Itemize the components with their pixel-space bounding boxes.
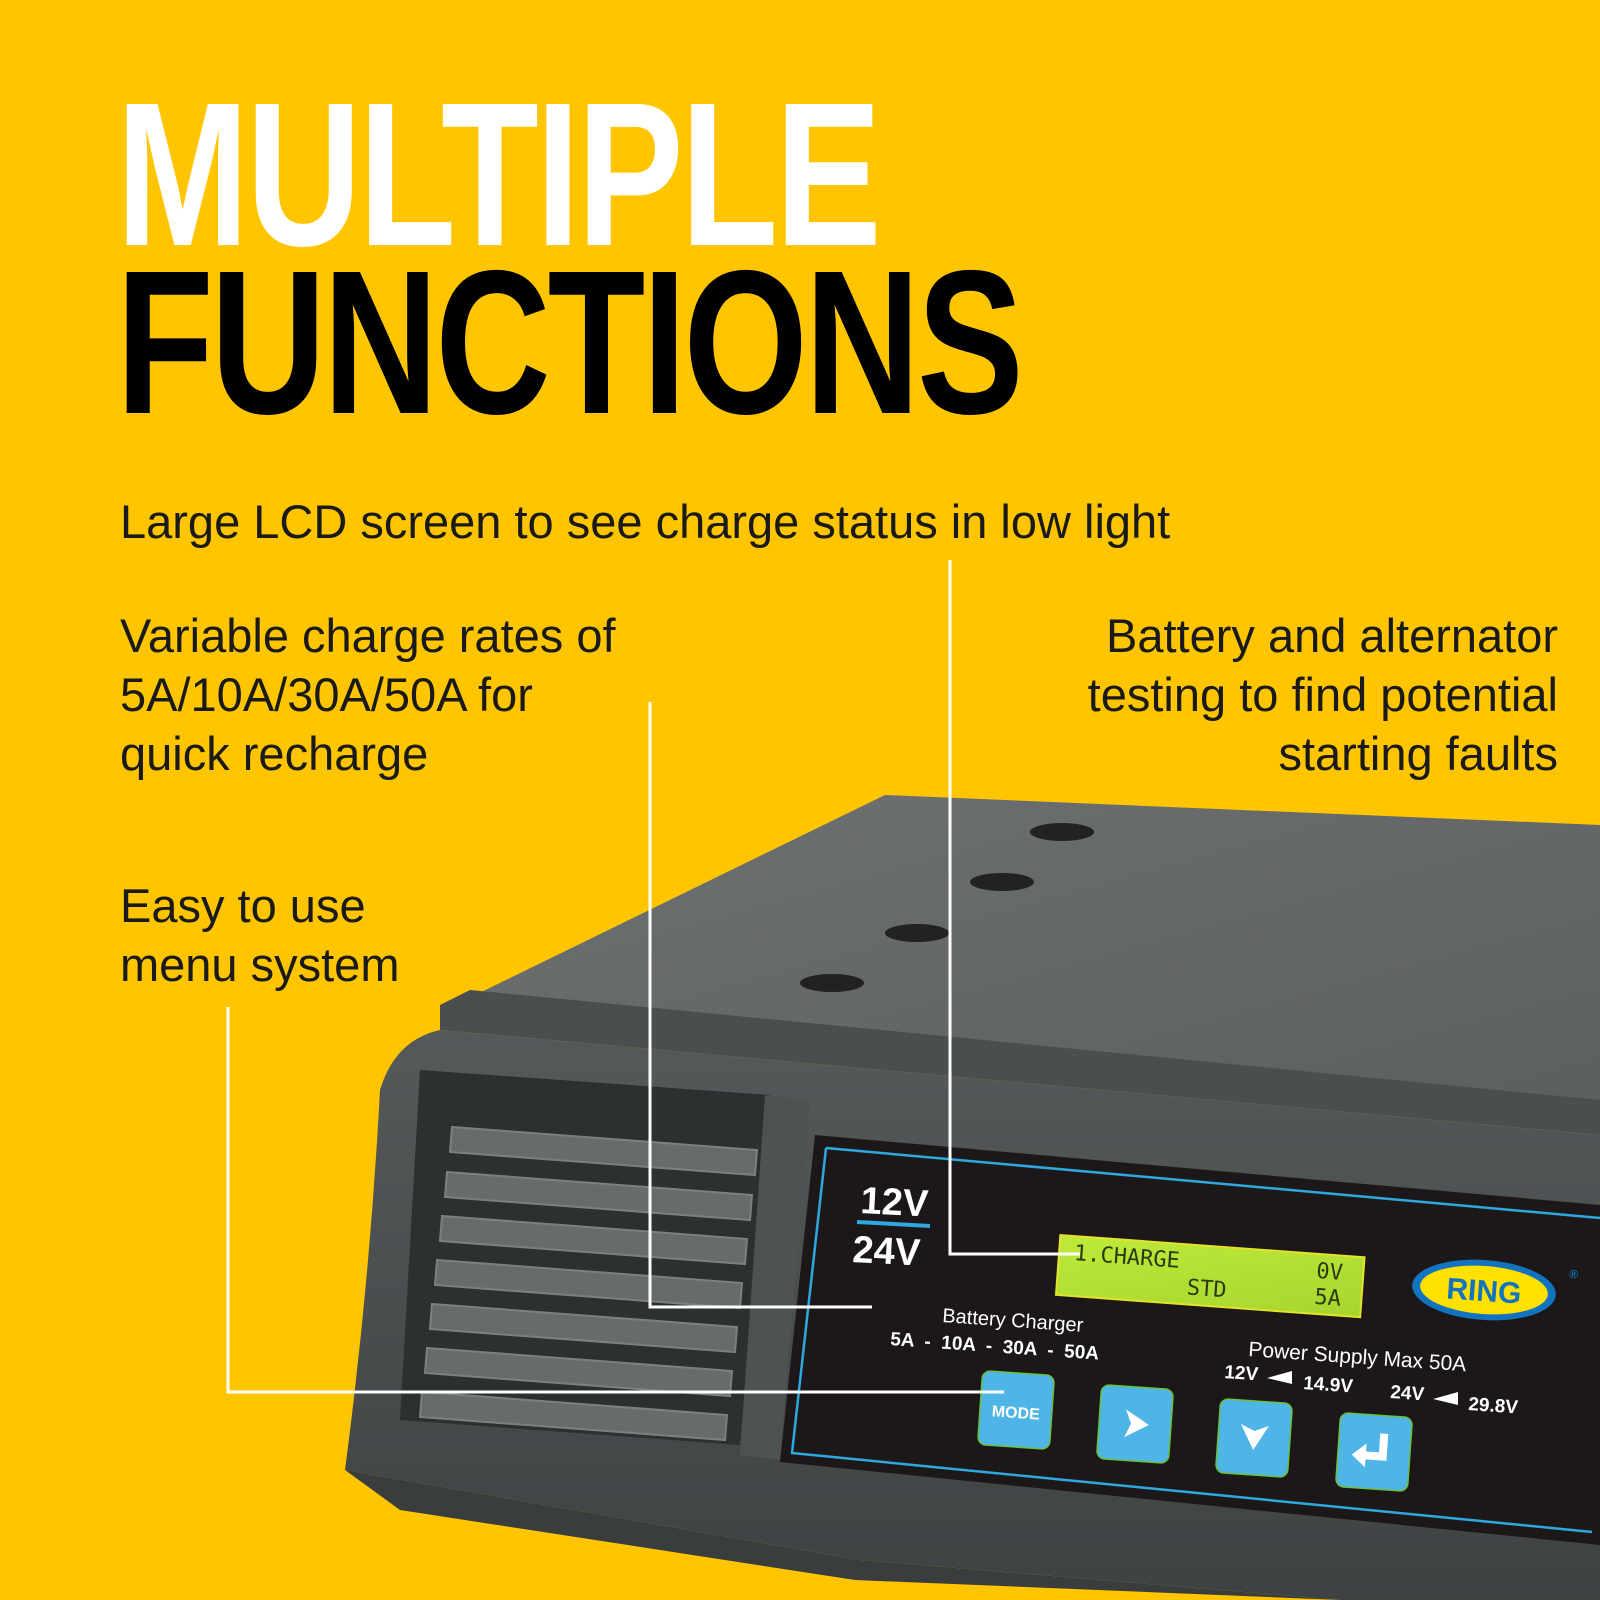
lcd-screen: 1.CHARGE 0V STD 5A	[1054, 1233, 1366, 1319]
callout-line-menu	[226, 1007, 1004, 1394]
enter-return-icon	[1351, 1433, 1389, 1468]
ramp-icon	[1433, 1392, 1458, 1405]
feature-text: Battery and alternator	[1106, 609, 1558, 662]
feature-menu-system: Easy to use menu system	[120, 876, 399, 994]
ring-logo-text: RING	[1445, 1272, 1522, 1310]
lcd-row2-right: 5A	[1314, 1285, 1342, 1312]
lcd-row2-mode: STD	[1186, 1275, 1227, 1303]
feature-text: quick recharge	[120, 727, 429, 780]
registered-mark: ®	[1569, 1267, 1579, 1282]
top-vent-holes	[800, 823, 1094, 992]
feature-battery-alternator-testing: Battery and alternator testing to find p…	[1088, 606, 1558, 783]
feature-lcd-screen: Large LCD screen to see charge status in…	[120, 492, 1170, 551]
feature-text: 5A/10A/30A/50A for	[120, 668, 533, 721]
down-button[interactable]	[1215, 1398, 1293, 1478]
power-supply-12v-to: 14.9V	[1303, 1373, 1354, 1397]
side-vent-grille	[400, 1070, 810, 1460]
feature-text: menu system	[120, 938, 400, 991]
mode-button[interactable]: MODE	[977, 1370, 1055, 1450]
feature-text: starting faults	[1278, 727, 1558, 780]
voltage-24v: 24V	[852, 1229, 922, 1275]
ramp-icon	[1267, 1371, 1292, 1384]
mode-button-label: MODE	[991, 1403, 1040, 1423]
enter-button[interactable]	[1335, 1412, 1413, 1492]
callout-line-charge-rates	[648, 702, 872, 1309]
ring-logo: RING ®	[1412, 1259, 1579, 1321]
feature-text: Easy to use	[120, 879, 366, 932]
power-supply-24v-to: 29.8V	[1468, 1394, 1519, 1418]
chevron-right-icon	[1124, 1409, 1149, 1438]
callout-lines	[226, 560, 1080, 1394]
power-supply-24v-from: 24V	[1390, 1382, 1426, 1405]
voltage-label: 12V 24V	[852, 1180, 931, 1275]
feature-text: Large LCD screen to see charge status in…	[120, 495, 1171, 548]
headline-line-1: MULTIPLE	[116, 60, 882, 289]
next-button[interactable]	[1096, 1384, 1174, 1464]
power-supply-12v-from: 12V	[1224, 1362, 1260, 1385]
headline-line-2: FUNCTIONS	[116, 228, 1024, 457]
lcd-row1-right: 0V	[1315, 1259, 1343, 1286]
feature-text: Variable charge rates of	[120, 609, 616, 662]
feature-text: testing to find potential	[1087, 668, 1558, 721]
chevron-down-icon	[1240, 1424, 1269, 1450]
callout-line-lcd	[948, 560, 1080, 1256]
voltage-12v: 12V	[860, 1180, 930, 1226]
feature-charge-rates: Variable charge rates of 5A/10A/30A/50A …	[120, 606, 616, 783]
